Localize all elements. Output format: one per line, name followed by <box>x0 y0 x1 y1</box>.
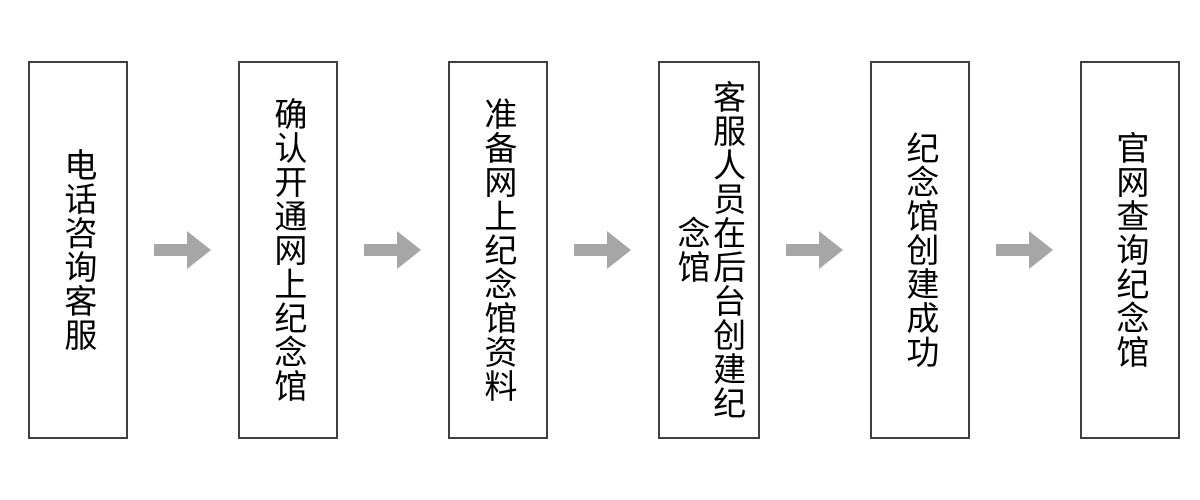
flow-node-step-3[interactable]: 准备网上纪念馆资料 <box>448 61 548 439</box>
flow-node-label: 确认开通网上纪念馆 <box>268 97 308 403</box>
flow-node-step-2[interactable]: 确认开通网上纪念馆 <box>238 61 338 439</box>
flow-node-step-4[interactable]: 客服人员在后台创建纪念馆 <box>658 61 760 439</box>
flow-node-label: 客服人员在后台创建纪念馆 <box>672 80 747 420</box>
flow-arrow-3 <box>574 230 632 270</box>
flow-node-step-5[interactable]: 纪念馆创建成功 <box>870 61 970 439</box>
flow-arrow-5 <box>996 230 1054 270</box>
flow-node-label: 官网查询纪念馆 <box>1110 131 1150 369</box>
flow-arrow-1 <box>154 230 212 270</box>
arrow-right-icon <box>154 231 211 269</box>
arrow-right-icon <box>786 231 843 269</box>
flow-node-label: 电话咨询客服 <box>58 148 98 352</box>
arrow-right-icon <box>364 231 421 269</box>
flow-node-step-1[interactable]: 电话咨询客服 <box>28 61 128 439</box>
flow-node-label: 准备网上纪念馆资料 <box>478 97 518 403</box>
flow-node-step-6[interactable]: 官网查询纪念馆 <box>1080 61 1180 439</box>
arrow-right-icon <box>996 231 1053 269</box>
flow-arrow-4 <box>786 230 844 270</box>
flow-arrow-2 <box>364 230 422 270</box>
arrow-right-icon <box>574 231 631 269</box>
flow-node-label: 纪念馆创建成功 <box>900 131 940 369</box>
